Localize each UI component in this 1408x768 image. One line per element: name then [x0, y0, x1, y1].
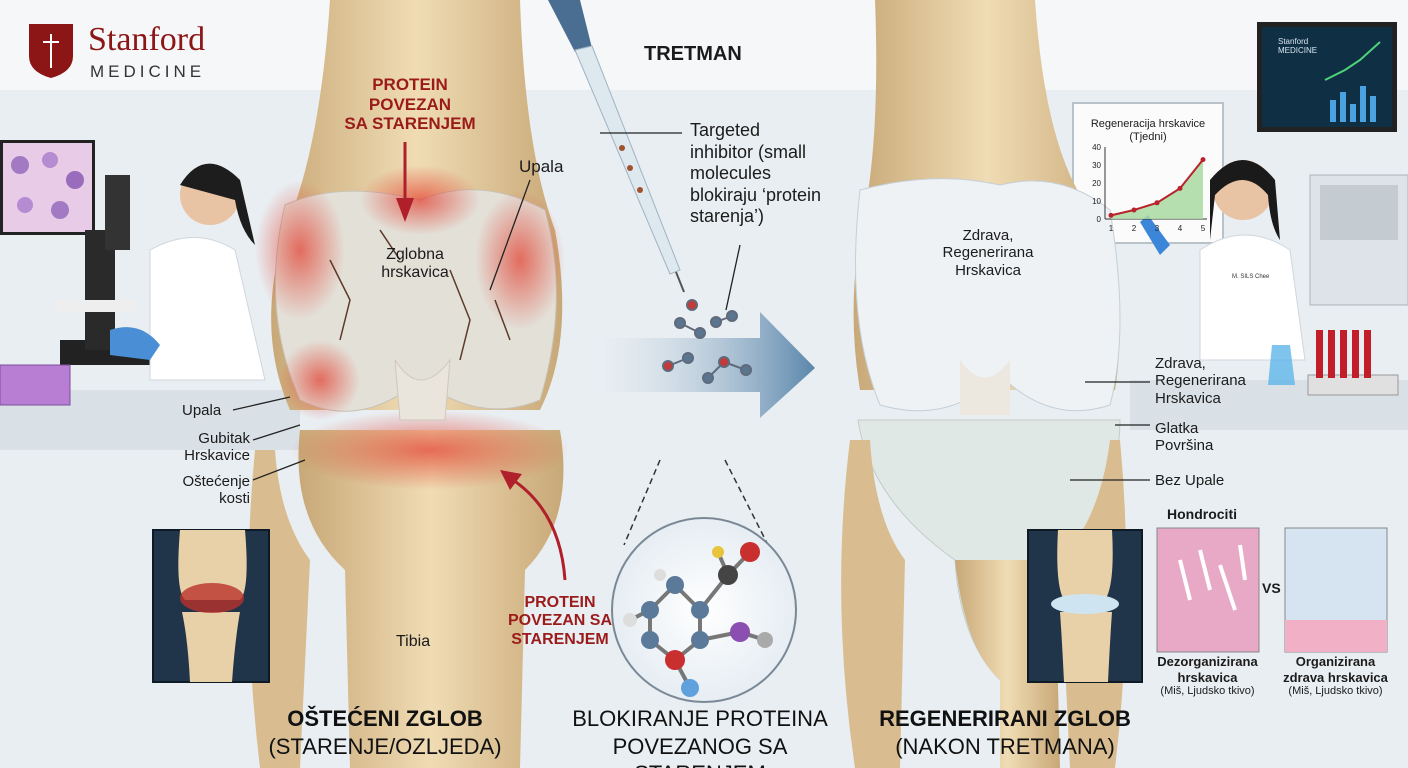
lab-device	[1309, 174, 1408, 306]
scientist-right	[1140, 160, 1306, 361]
scientist-left	[110, 163, 266, 381]
damaged-knee-thumbnail	[152, 529, 270, 683]
cell-monitor	[0, 140, 95, 235]
chart-point	[1131, 207, 1137, 213]
monitor-right	[1257, 22, 1397, 132]
chart-title: Regeneracija hrskavice(Tjedni)	[1090, 118, 1206, 143]
caption-damaged: OŠTEĆENI ZGLOB(STARENJE/OZLJEDA)	[268, 706, 502, 759]
treatment-title: TRETMAN	[644, 43, 742, 65]
cartilage-chart: 40 30 20 10 01 2 3 4 5	[1092, 143, 1207, 233]
chart-point	[1177, 185, 1183, 191]
chart-point	[1154, 200, 1160, 206]
chart-y-tick-label: 40	[1092, 143, 1101, 152]
label-vs: VS	[1262, 580, 1281, 596]
chart-layer: 40 30 20 10 01 2 3 4 5	[1092, 143, 1207, 233]
regenerated-knee	[841, 0, 1127, 768]
damaged-knee	[248, 0, 570, 768]
treatment-arrow	[605, 312, 815, 418]
histology-samples	[1156, 527, 1388, 653]
stanford-shield-icon	[29, 24, 73, 78]
label-upala: Upala	[182, 402, 222, 419]
scientist-badge: M. SILS Chee	[1232, 274, 1270, 280]
brand-sub: MEDICINE	[90, 62, 206, 81]
brand-name: Stanford	[88, 21, 206, 58]
label-no-inflammation: Bez Upale	[1155, 472, 1225, 489]
chart-x-tick-label: 5	[1201, 224, 1206, 233]
small-molecules	[662, 299, 752, 384]
chart-x-tick-label: 2	[1132, 224, 1137, 233]
caption-regenerated: REGENERIRANI ZGLOB(NAKON TRETMANA)	[879, 706, 1131, 759]
test-tubes	[1268, 330, 1399, 396]
chart-y-tick-label: 20	[1092, 179, 1101, 188]
sample-tray	[0, 364, 71, 406]
chart-y-tick-label: 0	[1097, 215, 1102, 224]
label-tibia: Tibia	[396, 633, 431, 650]
chart-y-tick-label: 30	[1092, 161, 1101, 170]
label-chondrocytes: Hondrociti	[1167, 506, 1237, 522]
chart-area	[1111, 159, 1203, 219]
molecule-magnifier	[611, 459, 797, 703]
regenerated-knee-thumbnail	[1027, 529, 1143, 683]
chart-y-tick-label: 10	[1092, 197, 1101, 206]
syringe	[548, 0, 685, 293]
chart-point	[1108, 212, 1114, 218]
label-upala-top: Upala	[519, 157, 564, 176]
chart-x-tick-label: 4	[1178, 224, 1183, 233]
chart-point	[1200, 157, 1206, 163]
chart-x-tick-label: 3	[1155, 224, 1160, 233]
chart-x-tick-label: 1	[1109, 224, 1114, 233]
